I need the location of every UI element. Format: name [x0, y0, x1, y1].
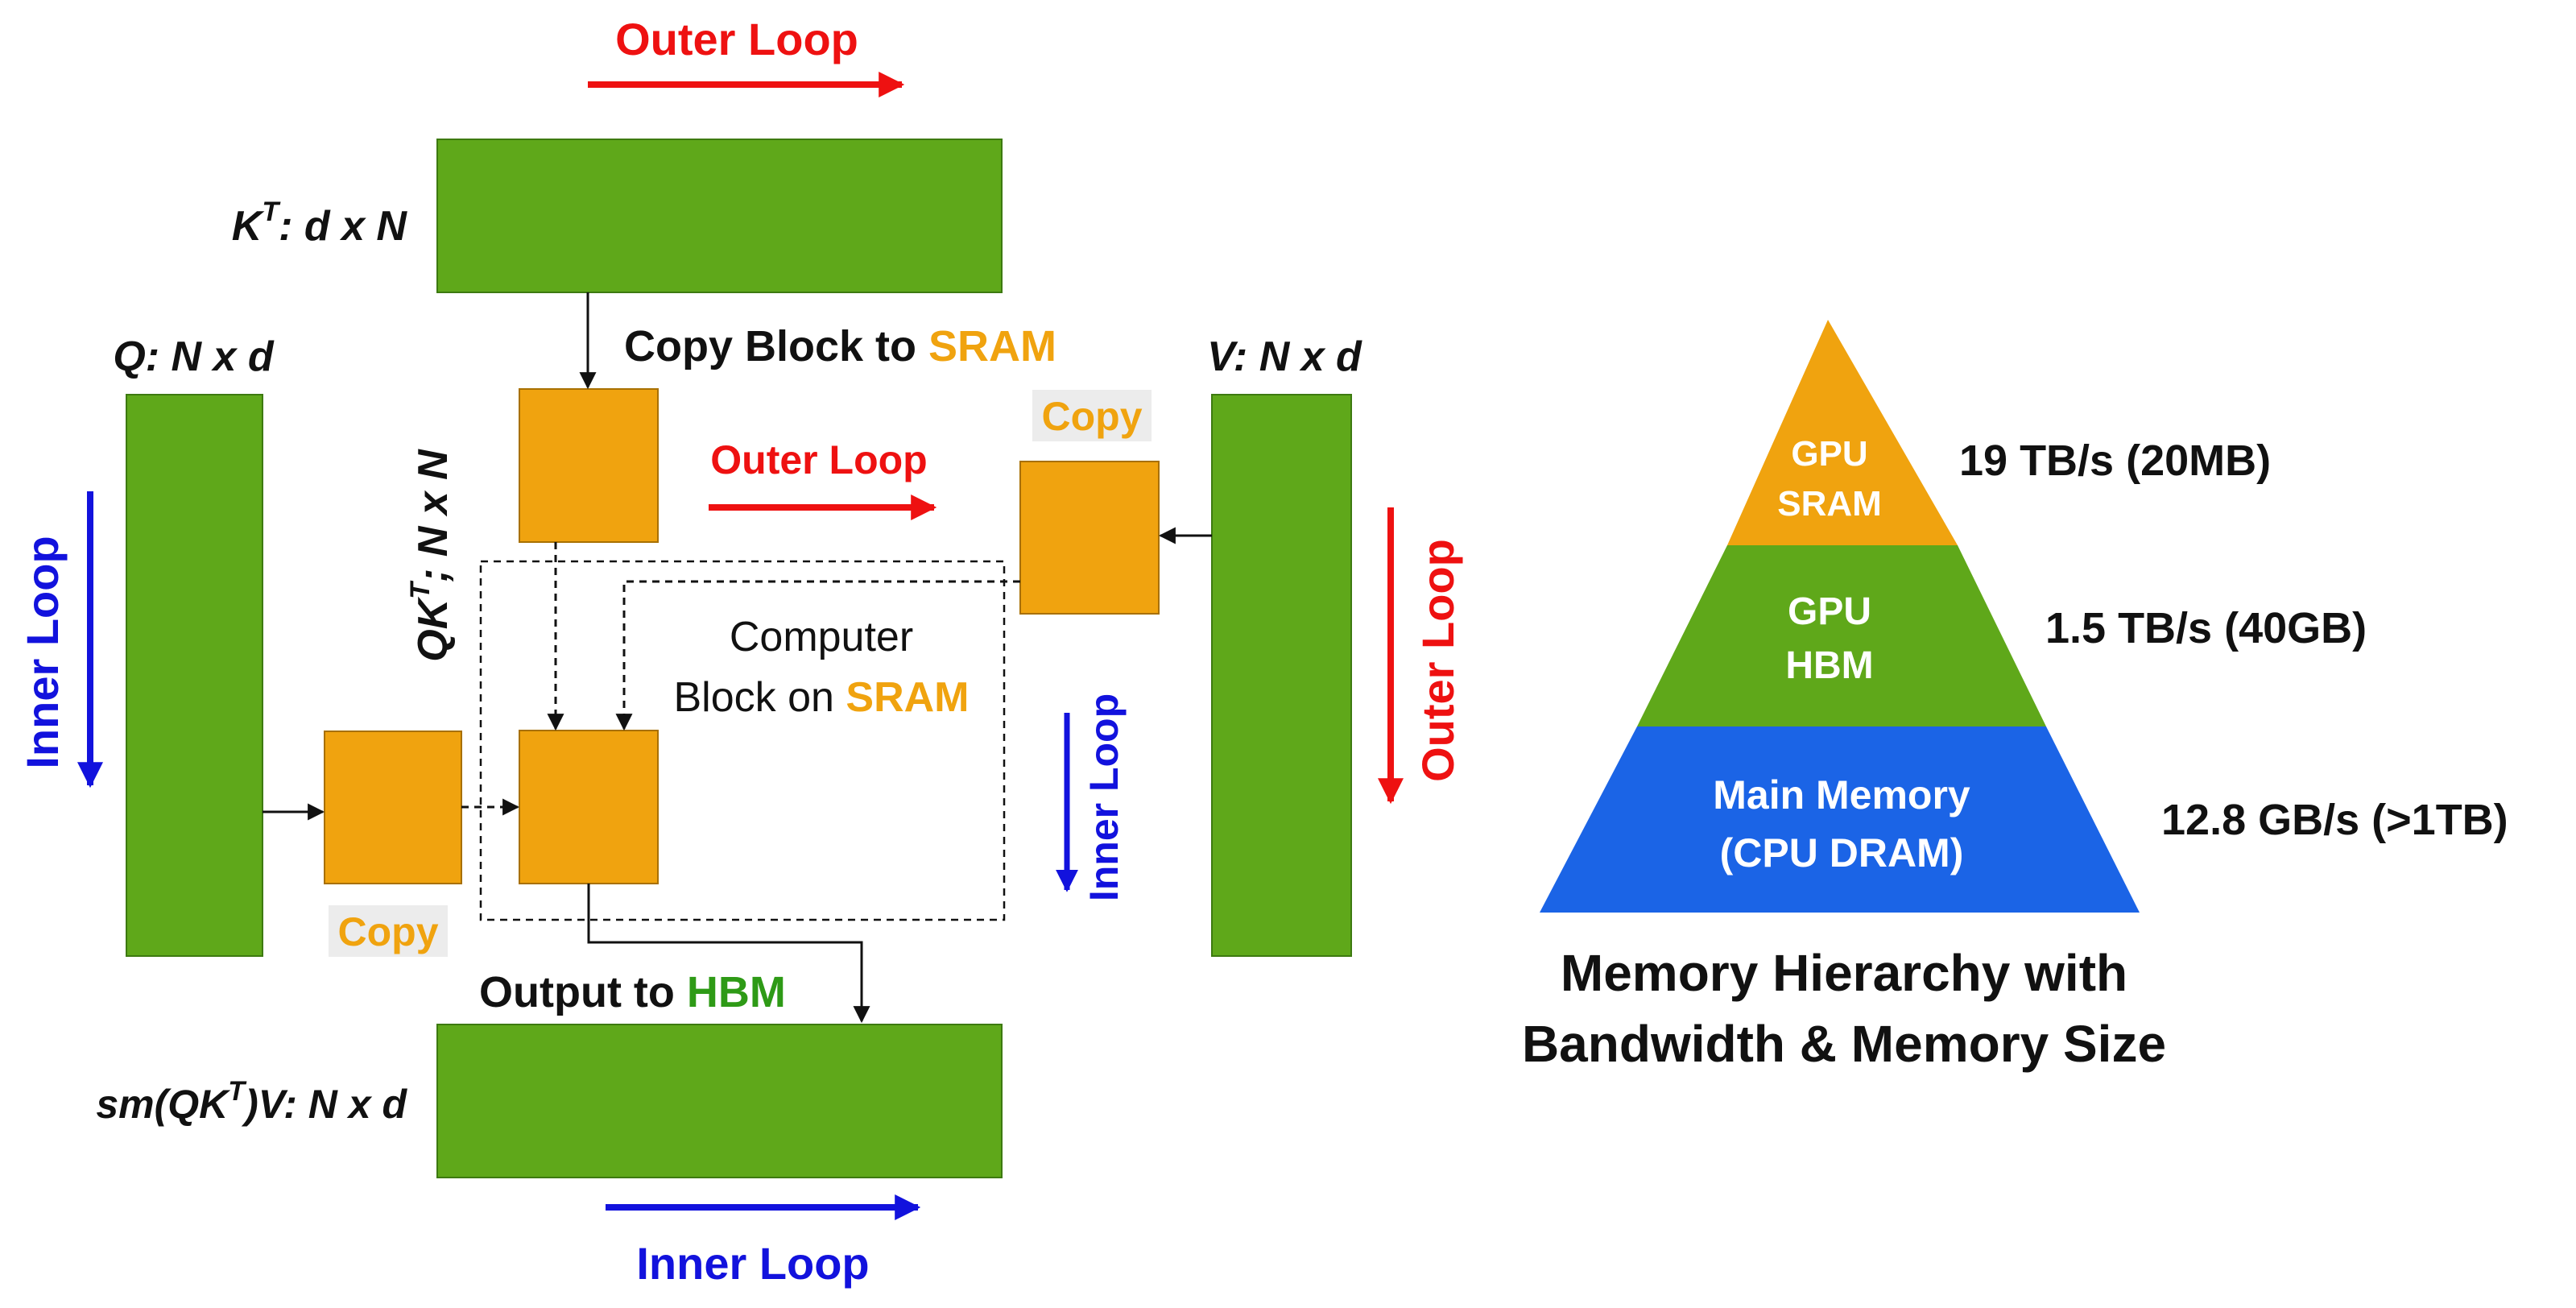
pyramid-sram-level — [1727, 320, 1958, 545]
bandwidth-dram: 12.8 GB/s (>1TB) — [2161, 796, 2508, 844]
output-matrix — [436, 1024, 1003, 1178]
pyramid-dram-level — [1540, 726, 2140, 913]
output-matrix-label: sm(QKT)V: N x d — [96, 1076, 407, 1127]
kt-label: KT: d x N — [232, 197, 408, 250]
v-label: V: N x d — [1207, 333, 1362, 380]
compute-label-line2: Block on SRAM — [674, 674, 970, 721]
memory-pyramid — [1540, 320, 2140, 913]
v-matrix — [1211, 394, 1352, 957]
q-matrix — [126, 394, 263, 957]
copy-badge-v — [1032, 390, 1152, 441]
bandwidth-sram: 19 TB/s (20MB) — [1959, 437, 2271, 485]
pyramid-hbm-level — [1637, 545, 2046, 726]
inner-loop-label-left: Inner Loop — [17, 536, 68, 768]
kt-matrix — [436, 139, 1003, 293]
pyramid-dram-line2: (CPU DRAM) — [1720, 830, 1964, 875]
inner-loop-label-middle: Inner Loop — [1081, 693, 1127, 901]
copy-badge-q — [329, 905, 448, 957]
pyramid-hbm-line1: GPU — [1788, 590, 1871, 633]
pyramid-sram-line2: SRAM — [1777, 484, 1882, 524]
bandwidth-hbm: 1.5 TB/s (40GB) — [2045, 604, 2367, 652]
arrow-vblock-to-compute — [615, 580, 1020, 731]
qkt-label: QKT; N x N — [405, 449, 457, 662]
outer-loop-label-right: Outer Loop — [1412, 539, 1463, 782]
pyramid-caption-line1: Memory Hierarchy with — [1561, 944, 2127, 1002]
pyramid-caption-line2: Bandwidth & Memory Size — [1522, 1015, 2166, 1073]
q-label: Q: N x d — [113, 333, 275, 380]
compute-label-line1: Computer — [730, 614, 913, 660]
copy-label-v: Copy — [1042, 394, 1143, 439]
output-label: Output to HBM — [479, 968, 786, 1016]
q-block-sram — [324, 731, 462, 884]
compute-block-sram — [519, 730, 659, 884]
k-block-sram — [519, 388, 659, 543]
copy-block-label: Copy Block to SRAM — [624, 322, 1056, 370]
outer-loop-label-middle: Outer Loop — [710, 437, 927, 482]
inner-loop-label-bottom: Inner Loop — [636, 1238, 869, 1289]
outer-loop-label-top: Outer Loop — [615, 14, 858, 64]
compute-region — [479, 560, 1006, 921]
copy-label-q: Copy — [338, 909, 439, 954]
pyramid-sram-line1: GPU — [1791, 434, 1867, 474]
pyramid-hbm-line2: HBM — [1785, 644, 1873, 687]
arrow-compute-to-output — [587, 884, 870, 1024]
pyramid-dram-line1: Main Memory — [1713, 772, 1970, 818]
v-block-sram — [1019, 461, 1160, 615]
